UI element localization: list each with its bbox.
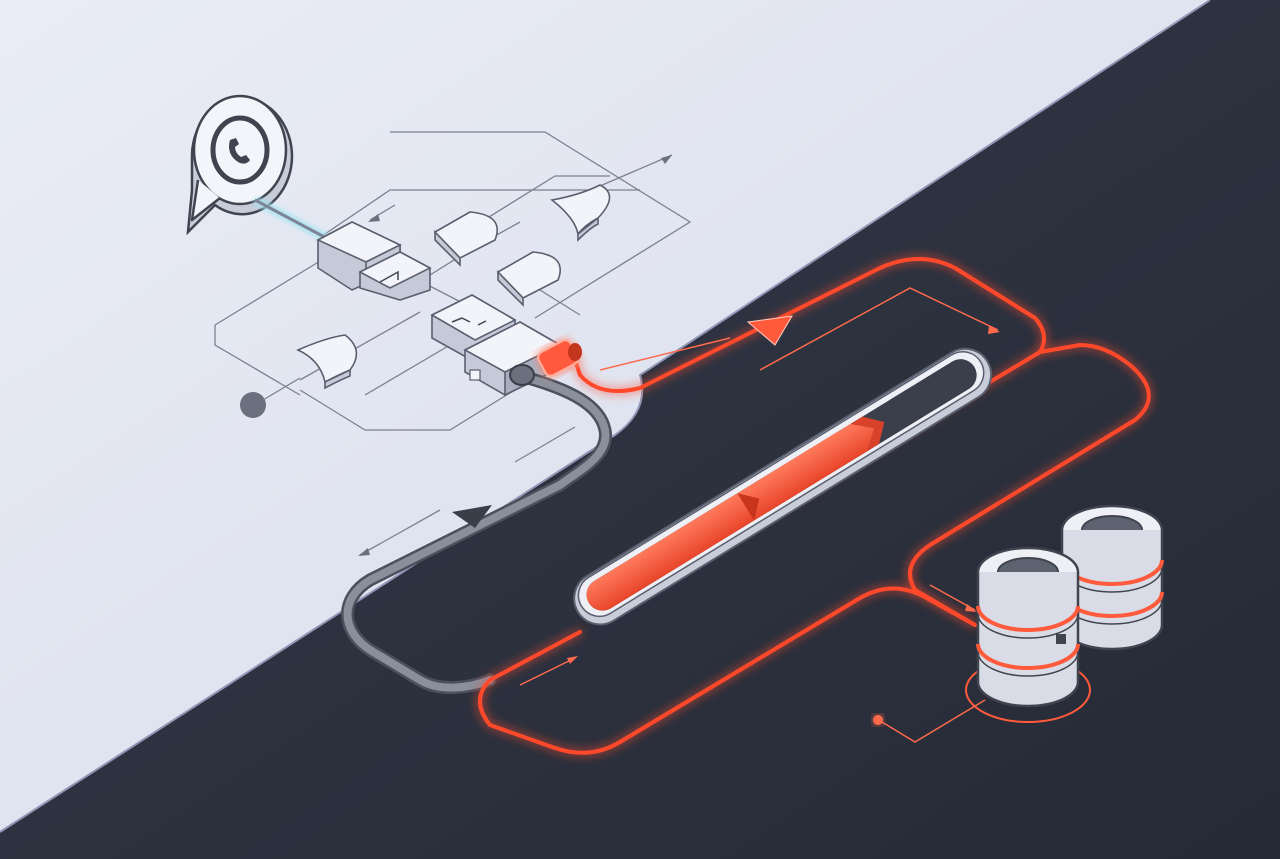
flow-arrow-icon xyxy=(358,548,370,556)
flow-arrow-icon xyxy=(965,604,977,612)
database-stack-icon xyxy=(1060,504,1164,651)
flow-arrow-icon xyxy=(661,155,672,164)
progress-fill xyxy=(586,420,877,611)
endpoint-dot-icon xyxy=(873,715,883,725)
flow-arrow-icon xyxy=(746,315,793,346)
logic-gate-icon xyxy=(433,211,498,267)
red-circuit xyxy=(478,257,1151,755)
flow-arrow-icon xyxy=(452,505,492,528)
progress-chevron xyxy=(737,493,760,521)
logic-gate-icon xyxy=(550,184,611,242)
panel-edge xyxy=(0,0,1211,833)
endpoint-dot-icon xyxy=(240,392,266,418)
flow-arrow-icon xyxy=(567,656,578,664)
router-module-icon xyxy=(316,221,432,301)
flow-arrow-icon xyxy=(368,214,380,222)
grey-cable xyxy=(341,364,612,695)
database-stack-icon xyxy=(976,546,1080,708)
connector-plug-icon xyxy=(537,339,582,377)
chat-bubble-phone-icon xyxy=(186,94,294,236)
circuit-frames xyxy=(214,131,692,431)
logic-gate-icon xyxy=(496,251,561,307)
flow-arrow-icon xyxy=(988,326,1000,334)
progress-bar-icon xyxy=(573,347,993,626)
red-trace-arrows xyxy=(519,287,1000,686)
logic-gate-icon xyxy=(296,334,358,390)
